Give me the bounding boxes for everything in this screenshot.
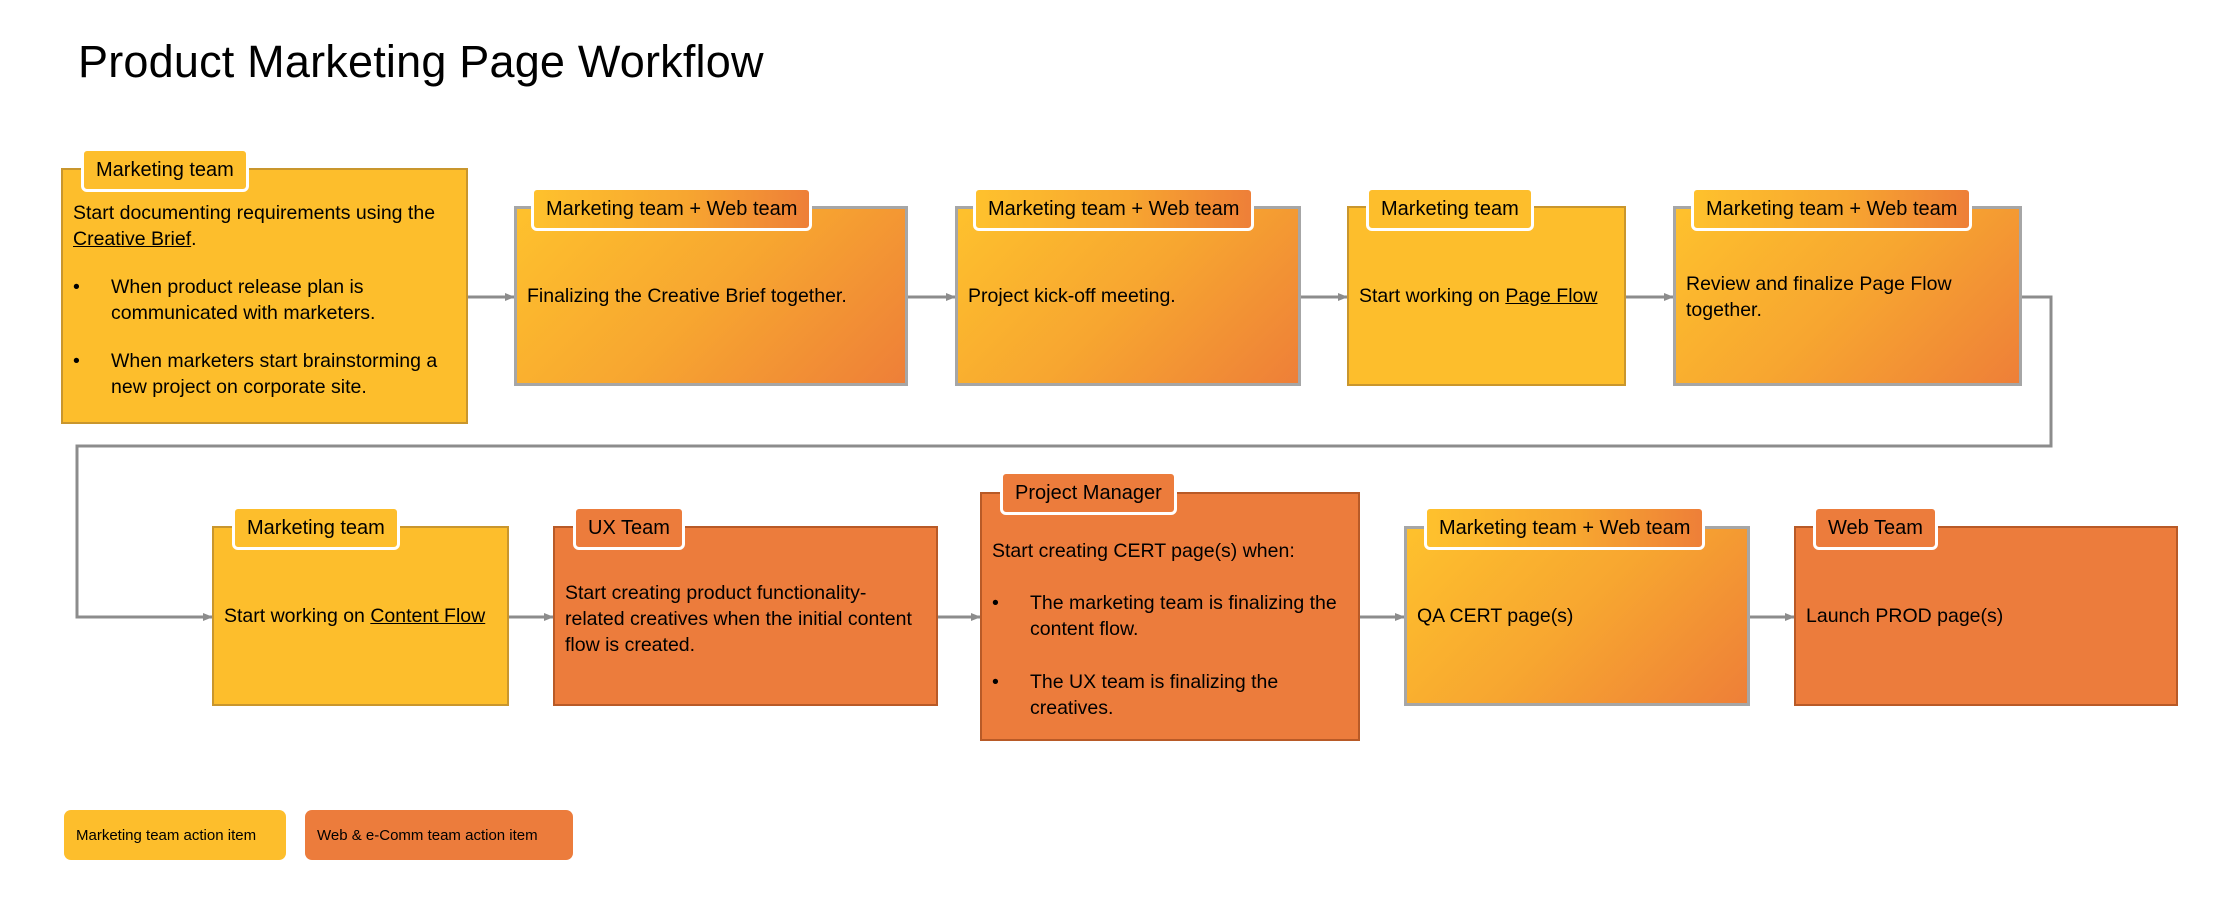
step-9-text: QA CERT page(s) [1417,605,1574,627]
creative-brief-link[interactable]: Creative Brief [73,228,192,250]
step-3-text: Project kick-off meeting. [968,285,1176,307]
step-5-text: Review and finalize Page Flow together. [1686,273,1952,321]
step-8-intro: Start creating CERT page(s) when: [992,540,1295,562]
step-4-owner: Marketing team [1366,187,1534,231]
legend-marketing: Marketing team action item [64,810,286,860]
step-6-text: Start working on Content Flow [224,605,486,627]
step-6-box: Start working on Content Flow [212,526,509,706]
step-8-bullet-1: The marketing team is finalizing the con… [992,590,1344,642]
step-5-owner: Marketing team + Web team [1691,187,1973,231]
step-9-box: QA CERT page(s) [1404,526,1750,706]
step-1-bullet-2: When marketers start brainstorming a new… [73,348,452,400]
step-2-box: Finalizing the Creative Brief together. [514,206,908,386]
step-3-owner: Marketing team + Web team [973,187,1255,231]
step-1-box: Start documenting requirements using the… [61,168,468,424]
step-8-bullet-2: The UX team is finalizing the creatives. [992,669,1344,721]
step-1-bullet-1: When product release plan is communicate… [73,274,452,326]
step-4-text: Start working on Page Flow [1359,285,1598,307]
step-8-box: Start creating CERT page(s) when: The ma… [980,492,1360,741]
step-2-owner: Marketing team + Web team [531,187,813,231]
legend-web-ecomm: Web & e-Comm team action item [305,810,573,860]
step-10-owner: Web Team [1813,506,1938,550]
step-7-text: Start creating product functionality-rel… [565,582,912,656]
content-flow-link[interactable]: Content Flow [370,605,486,627]
step-1-intro: Start documenting requirements using the… [73,202,436,250]
page-title: Product Marketing Page Workflow [78,36,764,87]
step-1-owner: Marketing team [81,148,249,192]
step-6-owner: Marketing team [232,506,400,550]
step-9-owner: Marketing team + Web team [1424,506,1706,550]
arrow-5-6 [75,295,2053,621]
step-4-box: Start working on Page Flow [1347,206,1626,386]
step-3-box: Project kick-off meeting. [955,206,1301,386]
page-flow-link[interactable]: Page Flow [1505,285,1598,307]
step-7-owner: UX Team [573,506,685,550]
step-10-box: Launch PROD page(s) [1794,526,2178,706]
step-5-box: Review and finalize Page Flow together. [1673,206,2022,386]
step-7-box: Start creating product functionality-rel… [553,526,938,706]
step-8-owner: Project Manager [1000,471,1177,515]
step-2-text: Finalizing the Creative Brief together. [527,285,847,307]
step-10-text: Launch PROD page(s) [1806,605,2004,627]
